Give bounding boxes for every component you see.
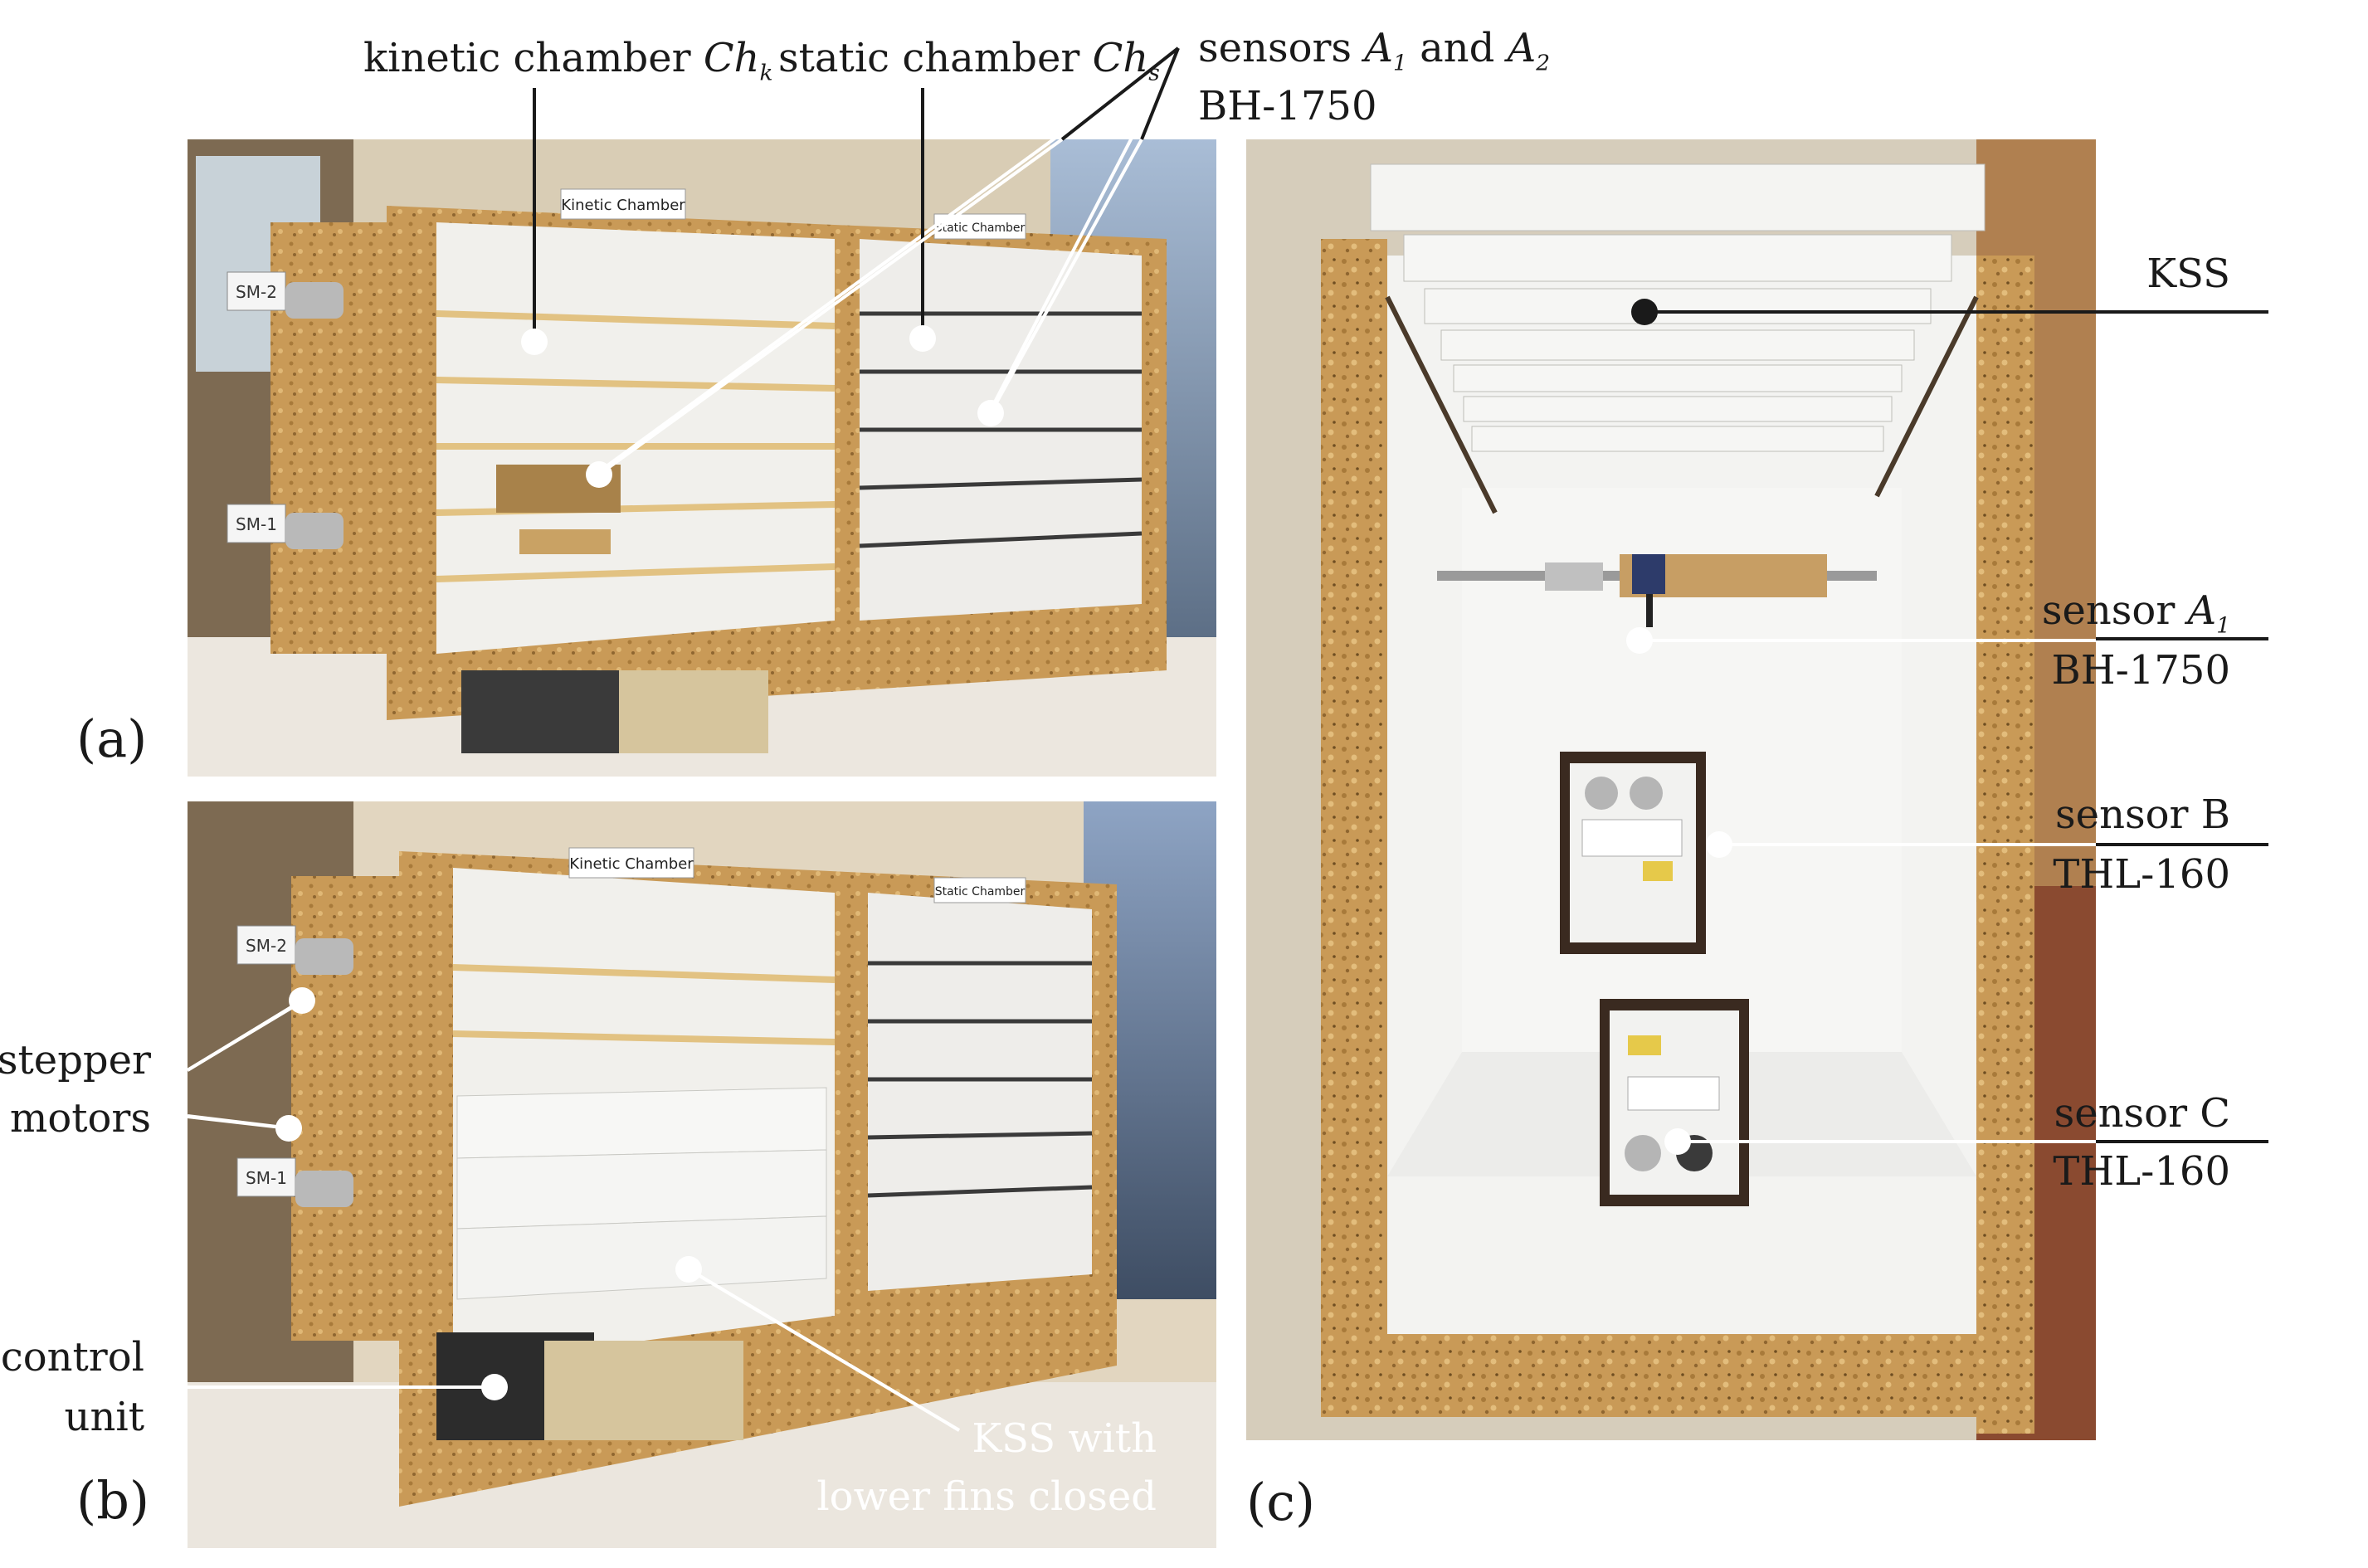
label-sensor-b-line2: THL-160 [2053,851,2230,898]
label-sensor-b-line1: sensor B [2055,791,2230,838]
label-control-unit-line1: control [0,1334,144,1381]
label-stepper-motors-line2: motors [9,1095,151,1142]
sensor-a2-symbol: A [1507,25,1537,71]
sensor-a1-symbol: A [1364,25,1393,71]
photo-a: SM-2 SM-1 Kinetic Cham [188,139,1216,777]
sm1-sign: SM-1 [236,514,277,534]
static-chamber-symbol: Ch [1092,35,1149,81]
label-control-unit-line2: unit [64,1394,144,1440]
sensor-a2-subscript: 2 [1536,50,1551,76]
kinetic-chamber-symbol: Ch [703,35,760,81]
panel-letter-b: (b) [76,1470,150,1531]
kinetic-chamber-sign: Kinetic Chamber [561,197,685,214]
kinetic-chamber-subscript: k [759,60,773,86]
label-kss-closed-line2: lower fins closed [816,1473,1157,1520]
sm2-sign: SM-2 [236,282,277,302]
sm1-sign: SM-1 [246,1168,287,1188]
label-sensor-a1-model: BH-1750 [2051,647,2230,694]
panel-letter-a: (a) [76,709,148,769]
static-chamber-sign: Static Chamber [935,222,1026,235]
static-chamber-text: static chamber [778,35,1080,81]
label-sensors-model: BH-1750 [1198,83,1377,129]
sensor-a1-label-subscript: 1 [2216,612,2230,639]
sensor-a1-prefix-text: sensor [2041,587,2176,634]
label-sensor-c-line2: THL-160 [2053,1148,2230,1195]
label-kinetic-chamber: kinetic chamber Chk [363,38,772,85]
label-sensors-a1-a2: sensors A1 and A2 [1198,28,1550,75]
sensors-prefix-text: sensors [1198,25,1352,71]
kinetic-chamber-sign: Kinetic Chamber [569,855,694,873]
label-kss-closed-line1: KSS with [972,1415,1157,1462]
label-static-chamber: static chamber Chs [778,38,1160,85]
sm2-sign: SM-2 [246,936,287,956]
sensor-a1-subscript: 1 [1393,50,1407,76]
label-sensor-c-line1: sensor C [2054,1090,2230,1137]
sensors-and-text: and [1420,25,1495,71]
sensor-a1-label-symbol: A [2187,587,2217,634]
label-kss: KSS [2146,251,2230,297]
static-chamber-subscript: s [1148,60,1160,86]
static-chamber-sign: Static Chamber [935,885,1026,898]
label-stepper-motors-line1: stepper [0,1037,151,1083]
panel-letter-c: (c) [1246,1472,1316,1532]
label-sensor-a1: sensor A1 [2042,591,2230,637]
photo-c [1246,139,2096,1440]
kinetic-chamber-text: kinetic chamber [363,35,691,81]
